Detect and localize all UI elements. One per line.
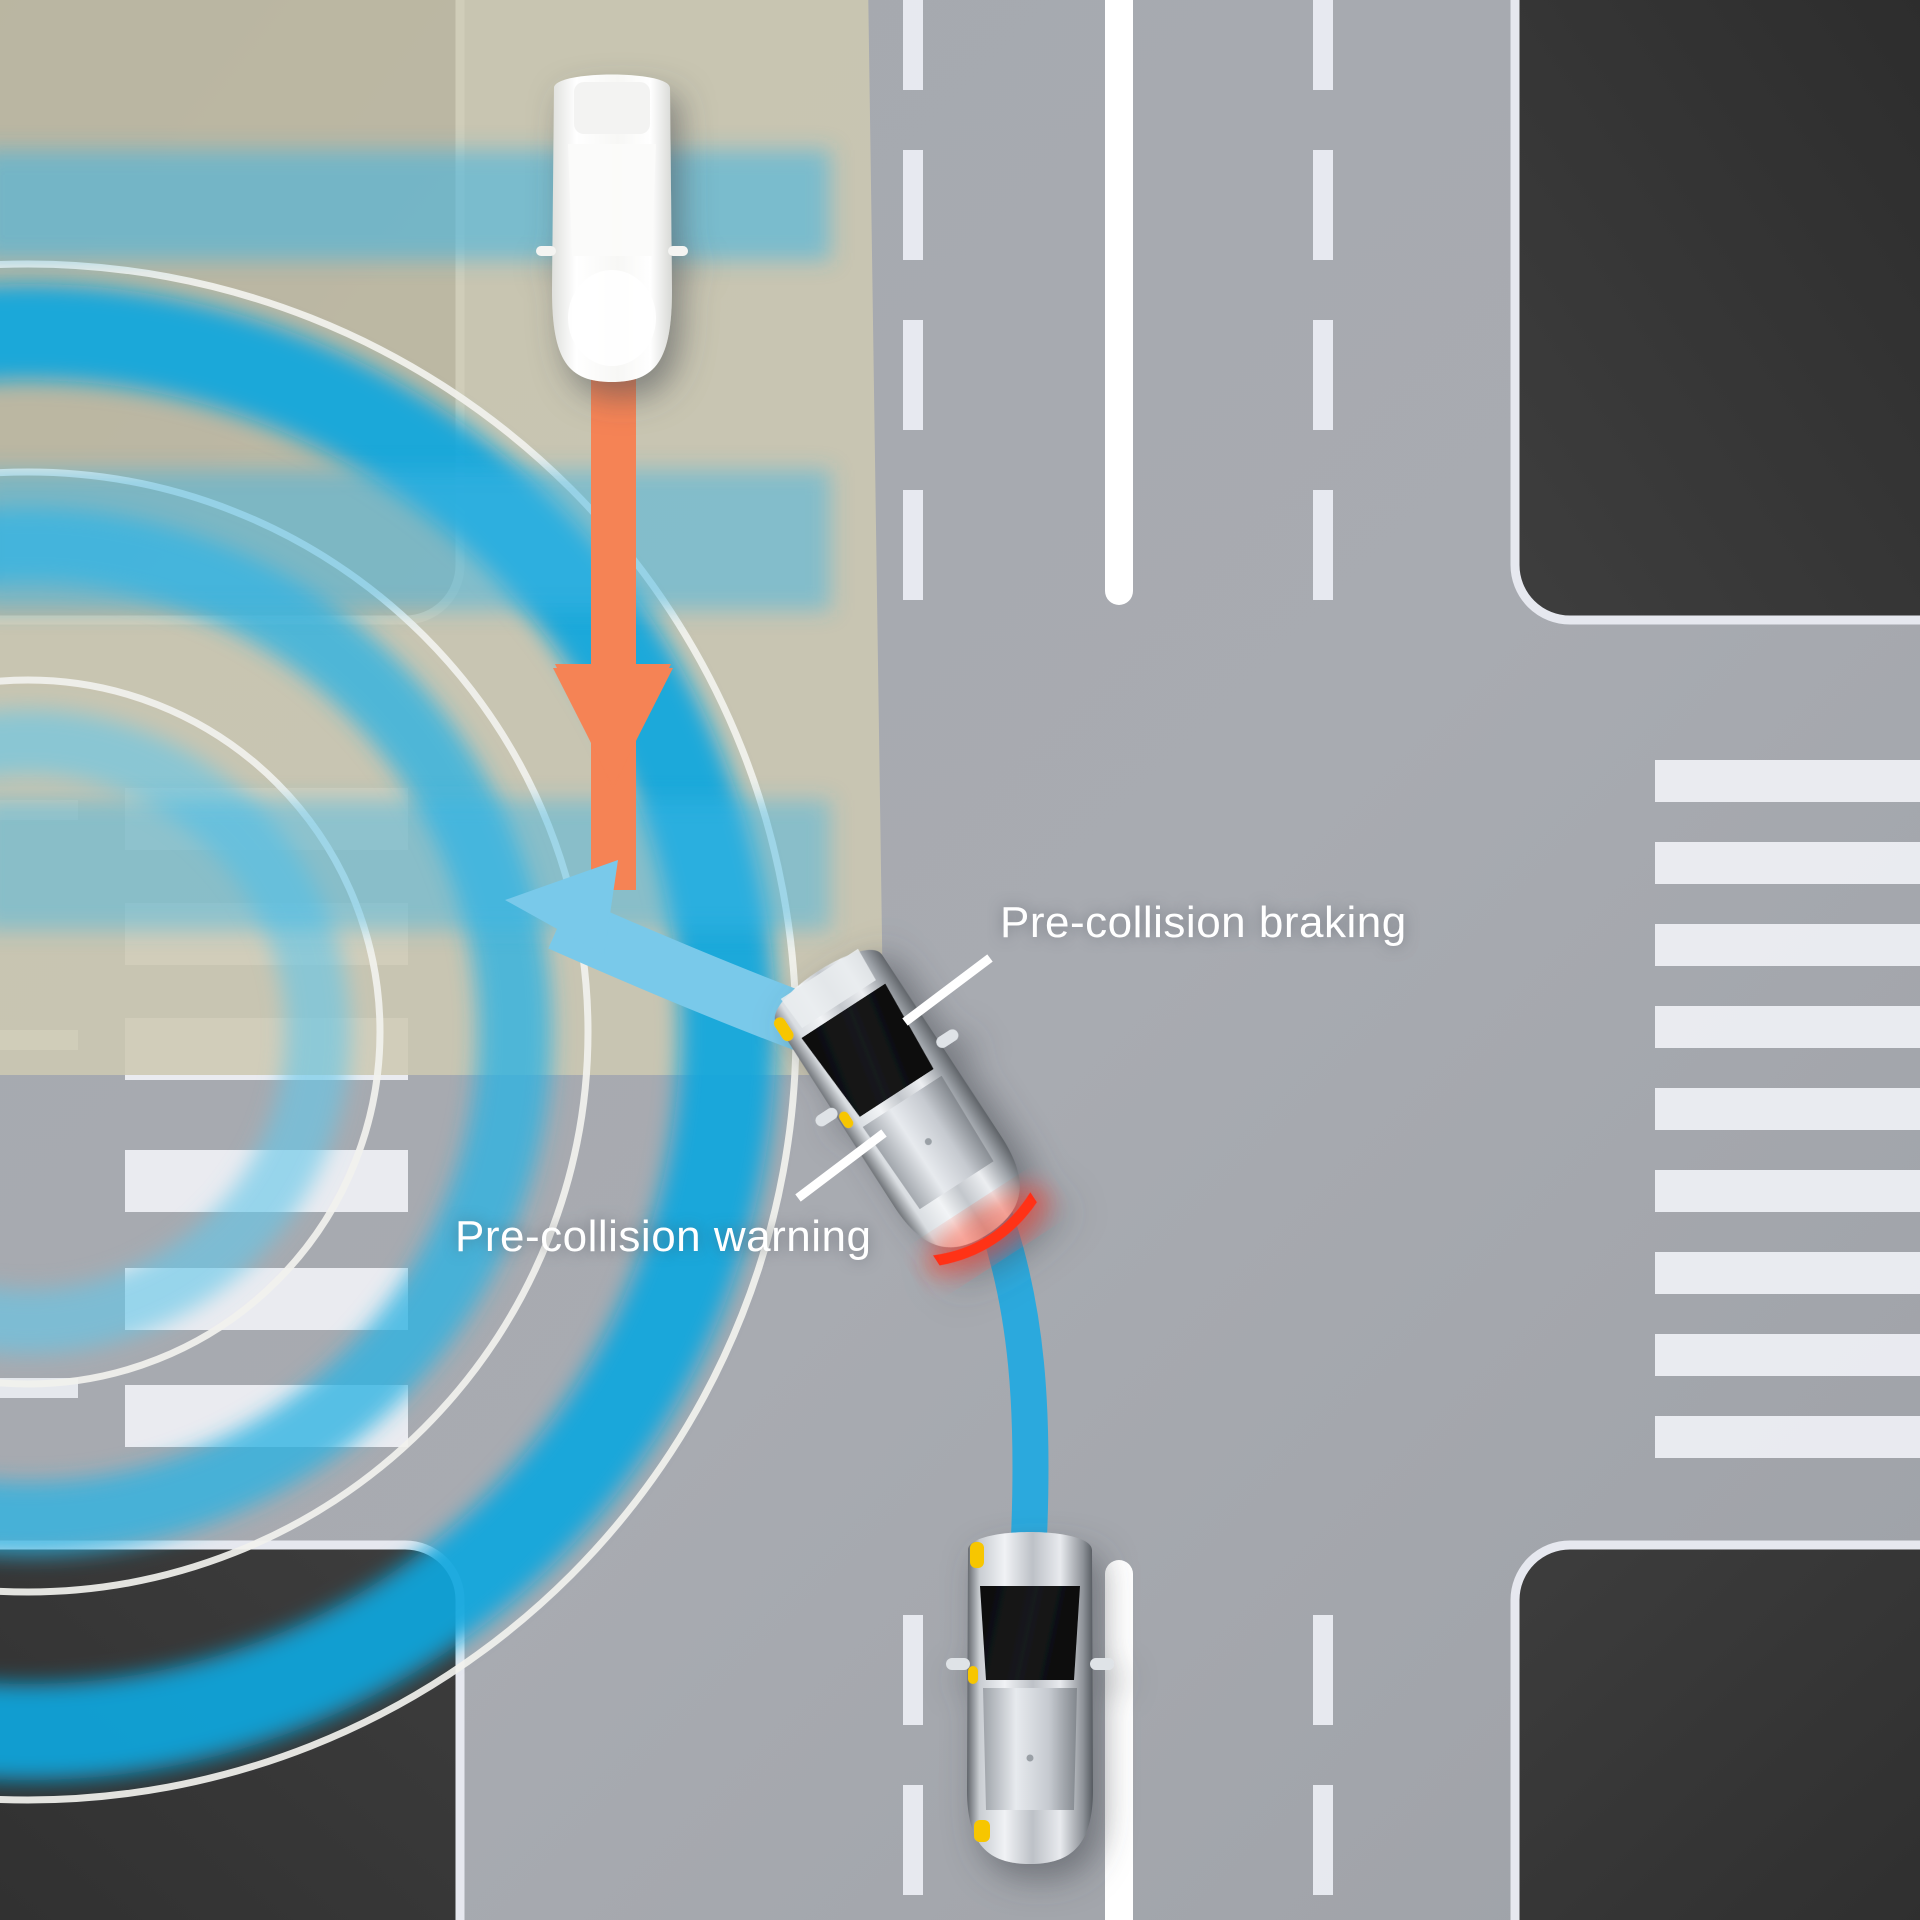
host-car-mirror-right [936, 1029, 959, 1048]
bottom-right-block [1510, 1540, 1920, 1920]
label-pre-collision-braking: Pre-collision braking [1000, 898, 1407, 947]
detection-bands [0, 150, 830, 930]
band-low [0, 800, 830, 930]
host-car-trunk [780, 948, 876, 1029]
host-car-signal-left [773, 1017, 794, 1042]
collision-arrow-head [553, 668, 673, 786]
lane-dash-right [1313, 0, 1333, 1895]
right-crosswalk [1655, 760, 1920, 1458]
following-car-mirror-left [946, 1658, 970, 1670]
host-car-mirror-left [815, 1107, 838, 1127]
white-car-hood [568, 270, 656, 366]
white-car-mirror-right [668, 246, 688, 256]
white-car-mirror-left [536, 246, 556, 256]
following-car-signal-front-left [968, 1666, 978, 1684]
white-car-rear-window [574, 82, 650, 134]
top-right-block [1510, 0, 1920, 625]
following-car [946, 1532, 1114, 1864]
collision-arrow-shaft [591, 325, 636, 705]
following-car-signal-nose-left [974, 1820, 990, 1842]
following-car-hood [983, 1688, 1077, 1810]
following-car-signal-rear-left [970, 1542, 984, 1568]
host-car-windshield [801, 983, 934, 1117]
radar-arc-outer [0, 284, 776, 1780]
turning-host-car [773, 948, 1050, 1278]
following-car-mirror-right [1090, 1658, 1114, 1670]
oncoming-white-car [536, 74, 688, 382]
white-car-roof [568, 144, 656, 256]
following-car-windshield [980, 1586, 1080, 1680]
host-car-roof-antenna [924, 1138, 932, 1146]
host-car-brake-glow [925, 1187, 1050, 1278]
center-line-lower [1105, 1560, 1133, 1920]
band-mid [0, 470, 830, 610]
vertical-road-markings [903, 0, 1333, 1920]
leader-line-warning [795, 1129, 887, 1202]
host-car-signal-front-left [839, 1111, 854, 1129]
center-line-upper [1105, 0, 1133, 605]
leader-line-braking [902, 954, 993, 1026]
lane-dash-left [903, 0, 923, 1895]
collision-arrow [553, 325, 673, 786]
radar-arc-inner [0, 710, 350, 1354]
following-car-roof-antenna [1026, 1754, 1034, 1762]
band-top [0, 150, 830, 260]
label-pre-collision-warning: Pre-collision warning [455, 1212, 872, 1261]
guide-arc-inner [0, 676, 384, 1388]
